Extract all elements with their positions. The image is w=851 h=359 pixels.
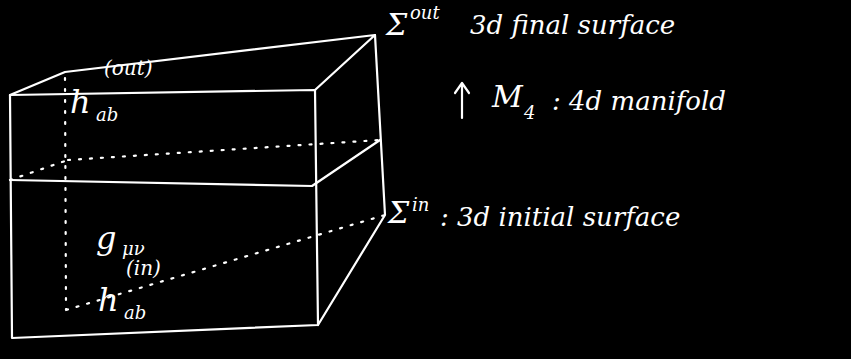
subscript: ab <box>96 106 118 124</box>
metric-symbol: h <box>98 284 119 316</box>
superscript: (in) <box>126 258 161 278</box>
surface-description: : 3d initial surface <box>440 204 680 230</box>
surface-description: 3d final surface <box>470 12 675 38</box>
manifold-description: : 4d manifold <box>552 88 726 114</box>
superscript: in <box>412 196 429 214</box>
subscript: ab <box>124 304 146 322</box>
superscript: (out) <box>104 58 153 78</box>
subscript: μν <box>122 240 145 258</box>
metric-symbol: g <box>96 222 116 254</box>
right-face <box>318 35 385 325</box>
subscript: 4 <box>524 104 535 122</box>
surface-symbol: Σ <box>386 10 407 40</box>
time-arrow <box>455 83 469 118</box>
metric-symbol: h <box>70 86 91 118</box>
manifold-symbol: M <box>492 82 523 112</box>
hidden-edges <box>10 78 385 310</box>
top-face <box>10 35 375 95</box>
superscript: out <box>410 4 440 22</box>
surface-symbol: Σ <box>388 198 409 228</box>
front-face <box>10 90 318 338</box>
